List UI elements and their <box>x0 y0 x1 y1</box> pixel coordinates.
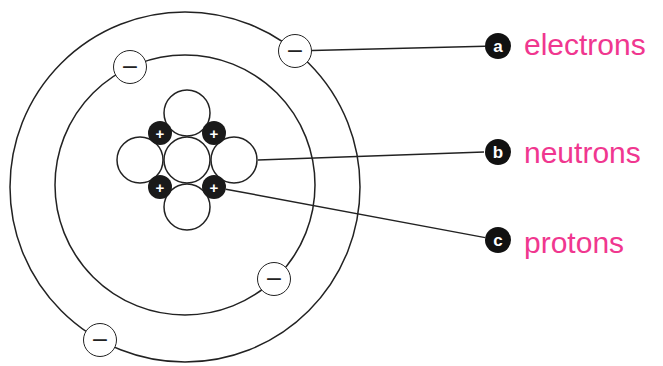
callout-letter: a <box>485 33 511 59</box>
leader-line <box>312 46 485 50</box>
particle-sign: + <box>210 180 219 195</box>
outer-orbit <box>10 12 360 362</box>
particle-sign: a <box>493 38 502 55</box>
particle-sign: − <box>91 329 109 351</box>
particle-sign: + <box>156 180 165 195</box>
proton-particle: + <box>202 175 226 199</box>
part-name: electrons <box>524 28 646 61</box>
electron-particle: − <box>113 50 147 84</box>
proton-particle: + <box>202 121 226 145</box>
proton-particle: + <box>148 175 172 199</box>
particle-sign: − <box>121 56 139 78</box>
leader-line <box>258 152 484 160</box>
particle-sign: c <box>493 232 502 249</box>
part-name: neutrons <box>524 136 641 169</box>
callout-letter: c <box>485 227 511 253</box>
particle-sign: + <box>156 126 165 141</box>
electron-particle: − <box>257 262 291 296</box>
particle-sign: − <box>265 268 283 290</box>
proton-particle: + <box>148 121 172 145</box>
inner-orbit <box>55 55 315 315</box>
particle-sign: + <box>210 126 219 141</box>
part-name: protons <box>524 226 624 259</box>
electron-particle: − <box>278 34 312 68</box>
particle-sign: − <box>286 40 304 62</box>
leader-line <box>226 189 485 237</box>
neutron-circle <box>164 137 210 183</box>
neutron-group <box>117 90 257 230</box>
callout-letter: b <box>485 139 511 165</box>
particle-sign: b <box>493 144 503 161</box>
electron-particle: − <box>83 323 117 357</box>
